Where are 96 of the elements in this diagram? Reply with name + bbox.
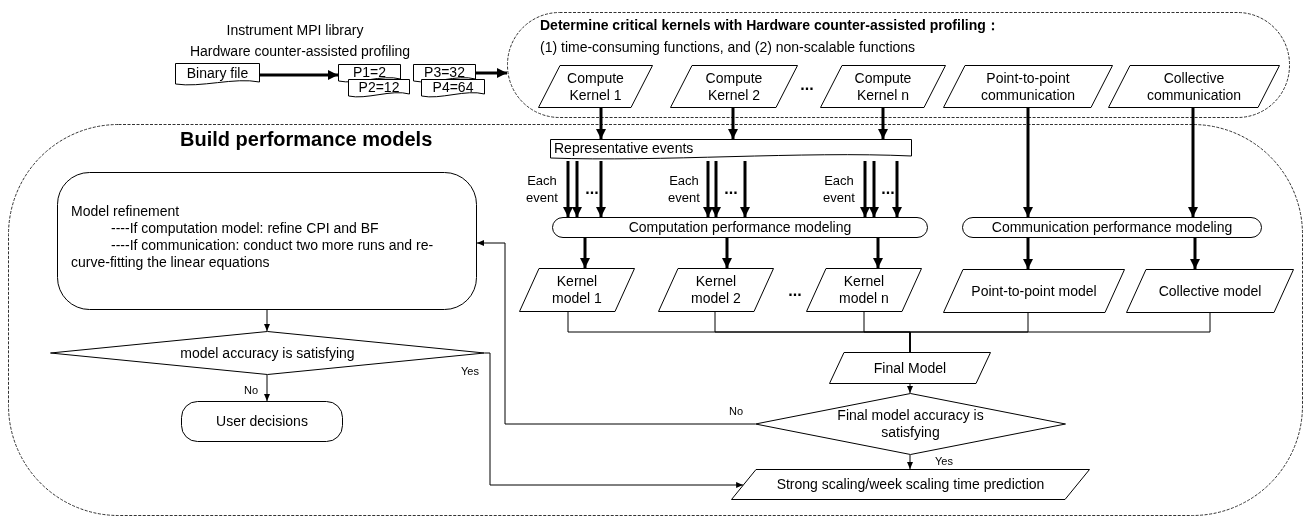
node-text: Kernel model n: [838, 273, 890, 307]
edge-label: No: [243, 384, 260, 396]
node-text: Computation performance modeling: [628, 219, 852, 236]
annotation-text: Instrument MPI library: [225, 22, 365, 39]
annotation-text: Hardware counter-assisted profiling: [188, 43, 412, 60]
data-parallelogram: [1108, 65, 1280, 108]
decision-diamond: [50, 331, 485, 375]
arrow: [722, 238, 732, 268]
arrow: [476, 68, 507, 78]
arrow: [563, 161, 573, 217]
node-text: User decisions: [216, 413, 308, 430]
group-heading: Determine critical kernels with Hardware counter-assisted profiling：: [540, 17, 1000, 35]
data-parallelogram: [1126, 269, 1294, 313]
arrow: [740, 161, 750, 217]
group-container: [8, 124, 1303, 516]
arrow: [860, 161, 870, 217]
data-parallelogram: [670, 65, 798, 108]
annotation-text: Each event: [822, 172, 856, 206]
arrow: [873, 238, 883, 268]
data-parallelogram: [519, 268, 635, 312]
node-text: Collective model: [1158, 282, 1262, 300]
decision-diamond: [755, 393, 1066, 455]
arrow: [264, 374, 270, 402]
edge-label: Yes: [460, 365, 480, 377]
arrow: [711, 161, 721, 217]
data-parallelogram: [829, 352, 991, 384]
process-pill: [962, 217, 1262, 238]
arrow: [907, 454, 913, 470]
node-text: Compute Kernel 1: [566, 69, 625, 104]
annotation-text: Each event: [667, 172, 701, 206]
node-text: P4=64: [432, 79, 474, 96]
data-parallelogram: [731, 469, 1090, 500]
data-parallelogram: [820, 65, 946, 108]
arrow: [476, 240, 756, 425]
document-box: [175, 63, 260, 87]
node-text: Kernel model 2: [690, 273, 742, 307]
node-text: model accuracy is satisfying: [180, 344, 355, 362]
group-subheading: (1) time-consuming functions, and (2) non-scalable functions: [540, 39, 916, 55]
node-text: Communication performance modeling: [991, 219, 1233, 236]
ellipsis-mark: ...: [787, 282, 803, 299]
document-box: [550, 139, 912, 161]
ellipsis-mark: ...: [584, 180, 600, 197]
arrow: [580, 238, 590, 268]
arrow: [703, 161, 713, 217]
node-text: Representative events: [554, 140, 694, 157]
ellipsis-mark: ...: [723, 180, 739, 197]
arrow: [572, 161, 582, 217]
arrow: [1023, 108, 1033, 217]
ellipsis-mark: ...: [799, 76, 815, 93]
rounded-box: [181, 401, 343, 442]
node-text: P3=32: [424, 64, 465, 81]
connector-line: [909, 312, 1211, 353]
node-text: Final Model: [873, 359, 947, 377]
group-container: [507, 12, 1290, 118]
arrow: [484, 352, 744, 488]
arrow: [878, 108, 888, 139]
node-text: Collective communication: [1145, 69, 1243, 104]
process-pill: [552, 217, 928, 238]
group-heading: Build performance models: [180, 128, 433, 151]
data-parallelogram: [943, 65, 1113, 108]
document-box: [421, 79, 485, 99]
arrow: [907, 383, 913, 394]
node-text: P1=2: [352, 64, 387, 81]
data-parallelogram: [943, 269, 1125, 313]
edge-label: No: [728, 405, 745, 417]
node-text: Model refinement: [71, 203, 180, 220]
arrow: [869, 161, 879, 217]
document-box: [338, 64, 401, 84]
arrow: [260, 70, 338, 80]
node-text: Point-to-point model: [971, 282, 1097, 300]
node-text: Binary file: [186, 65, 249, 82]
arrow: [1188, 108, 1198, 217]
node-text: ----If communication: conduct two more runs and re-curve-fitting the linear equations: [71, 237, 435, 271]
annotation-text: Each event: [525, 172, 559, 206]
data-parallelogram: [658, 268, 774, 312]
node-text: Strong scaling/week scaling time prediction: [776, 476, 1045, 493]
data-parallelogram: [806, 268, 922, 312]
node-text: Point-to-point communication: [979, 69, 1077, 104]
arrow: [1190, 238, 1200, 269]
arrow: [596, 108, 606, 139]
arrow: [1023, 238, 1033, 269]
arrow: [264, 309, 270, 332]
arrow: [892, 161, 902, 217]
node-text: Compute Kernel 2: [704, 69, 764, 104]
arrow: [596, 161, 606, 217]
ellipsis-mark: ...: [880, 180, 896, 197]
node-text: P2=12: [358, 79, 400, 96]
rounded-box: [57, 172, 477, 310]
edge-label: Yes: [934, 455, 954, 467]
arrow: [728, 108, 738, 139]
node-text: Final model accuracy is satisfying: [836, 407, 985, 441]
node-text: ----If computation model: refine CPI and BF: [110, 220, 379, 237]
data-parallelogram: [538, 65, 653, 108]
node-text: Compute Kernel n: [853, 69, 913, 104]
document-box: [348, 79, 410, 99]
node-text: Kernel model 1: [551, 273, 603, 307]
